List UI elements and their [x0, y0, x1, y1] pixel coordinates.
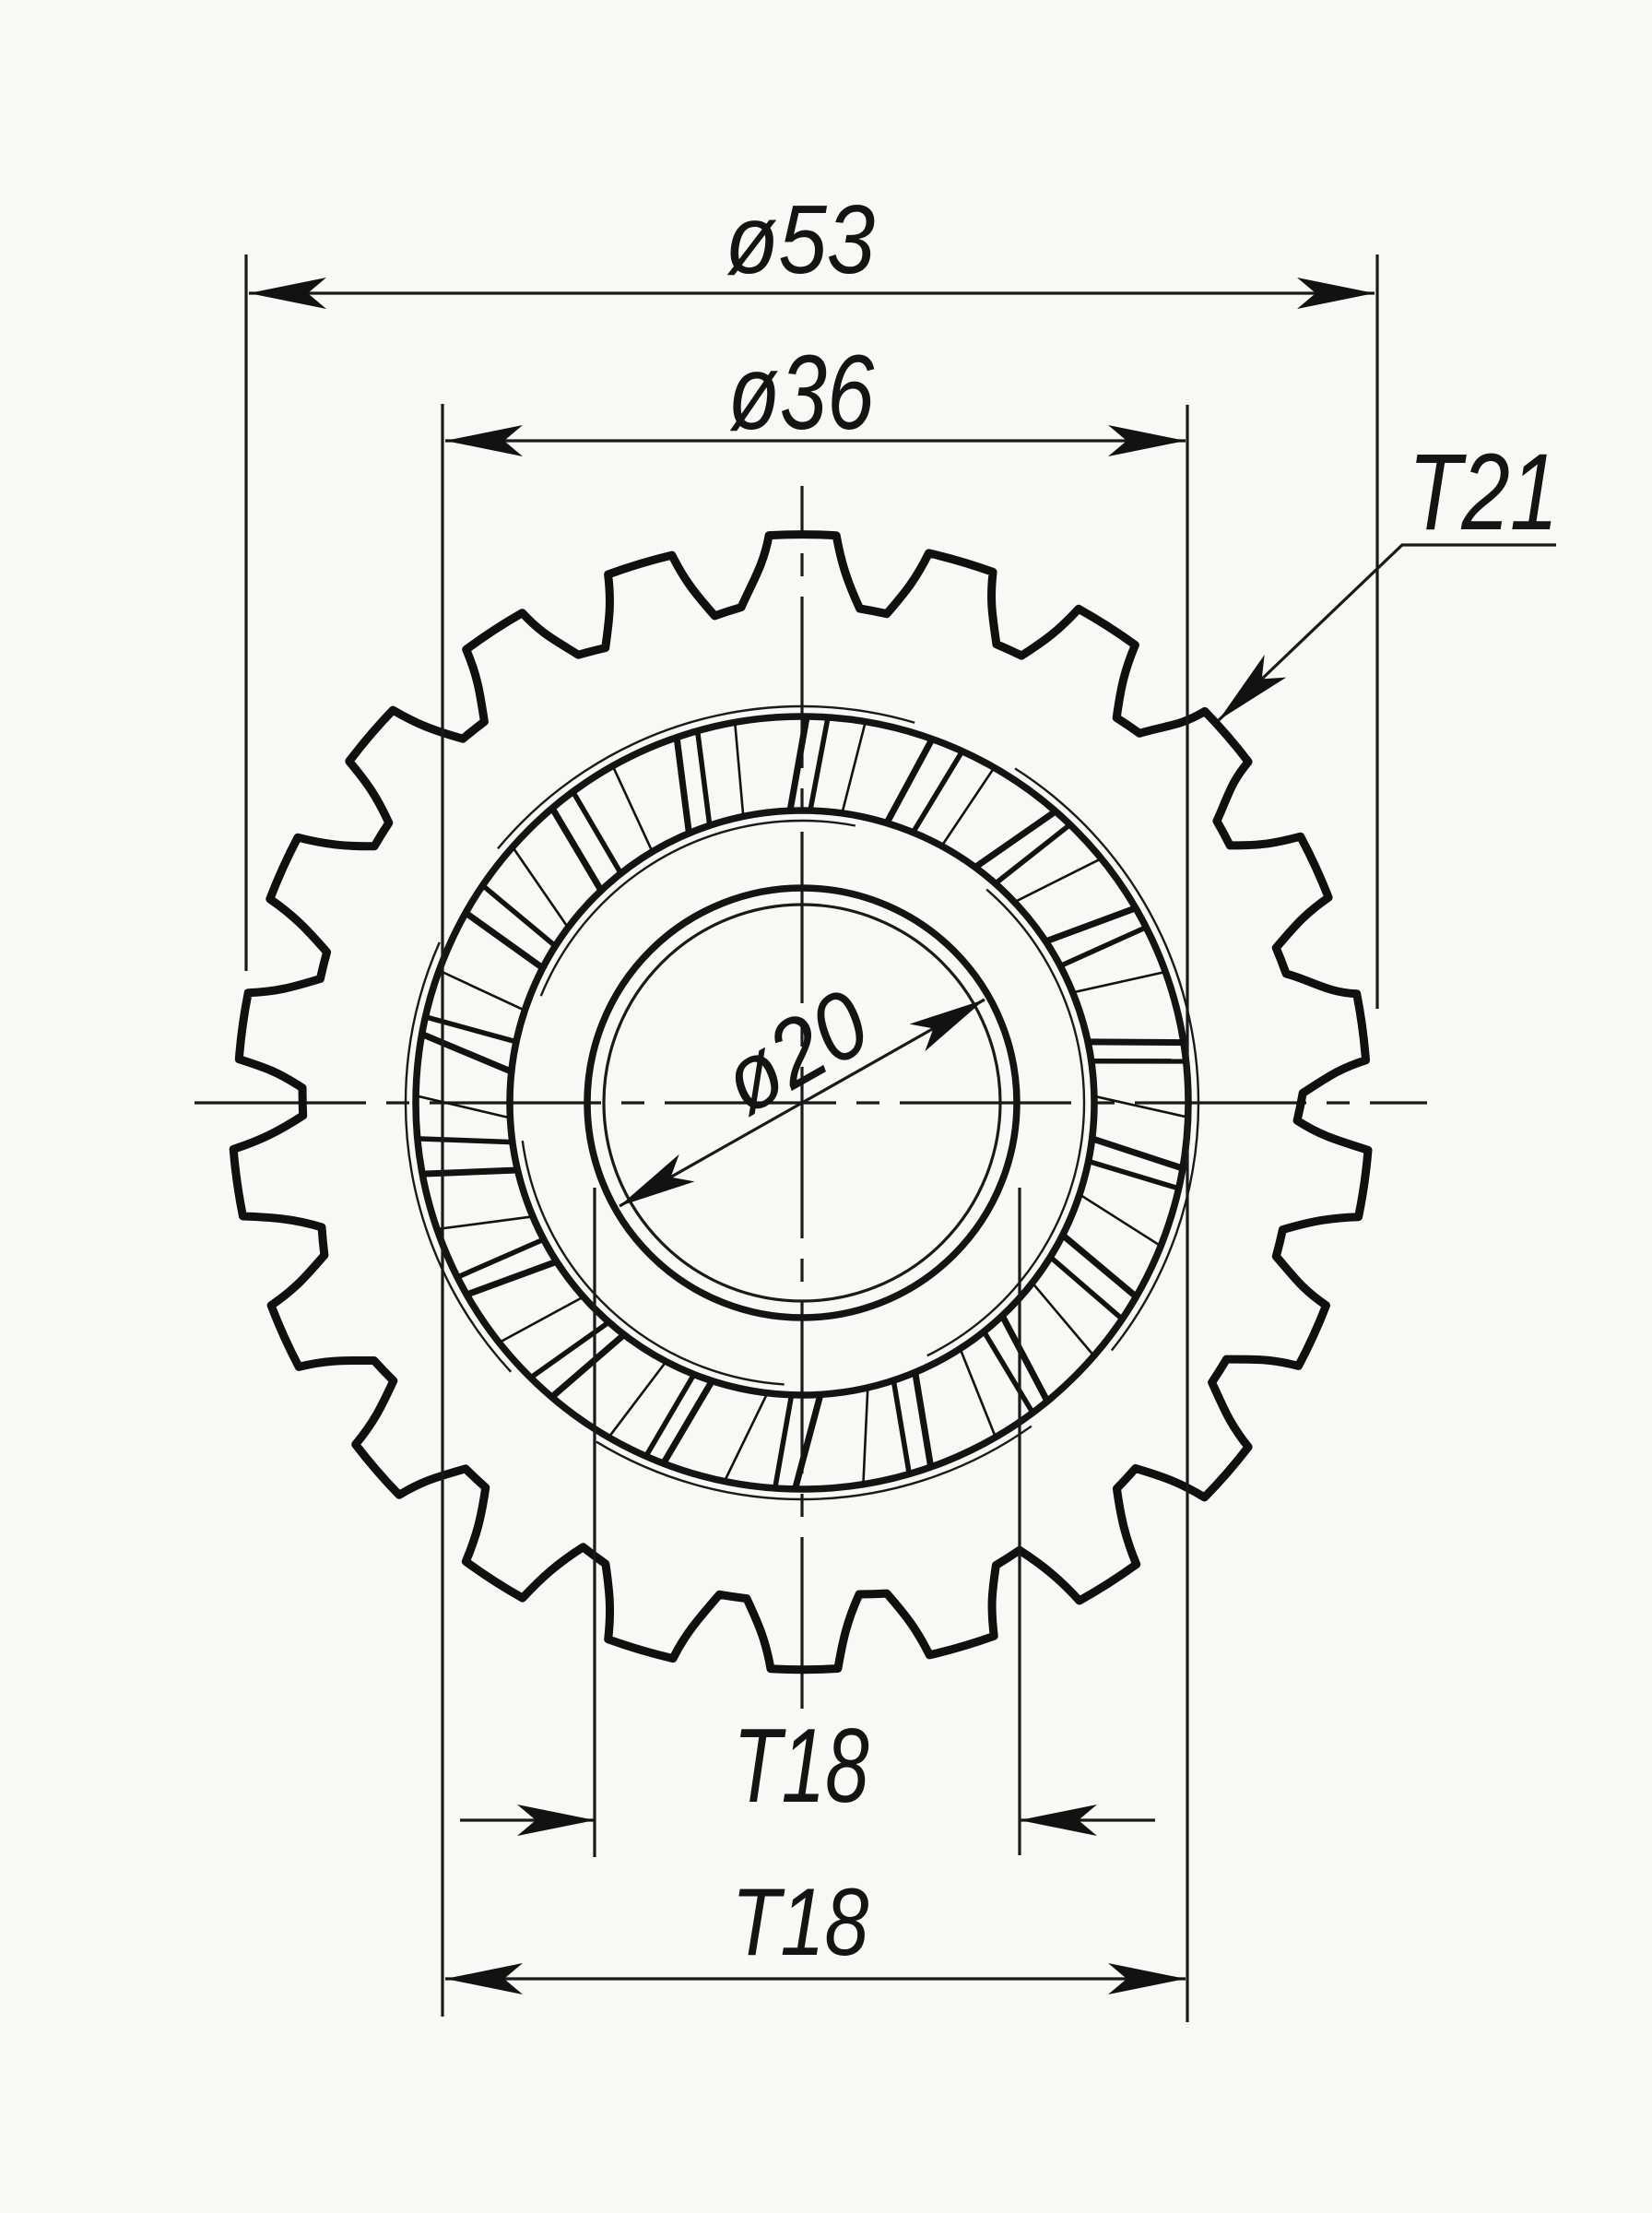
svg-text:T18: T18: [733, 1708, 868, 1825]
svg-text:T18: T18: [732, 1868, 869, 1975]
svg-text:ø36: ø36: [728, 334, 875, 452]
svg-text:T21: T21: [1409, 431, 1559, 553]
svg-text:ø53: ø53: [726, 185, 876, 294]
